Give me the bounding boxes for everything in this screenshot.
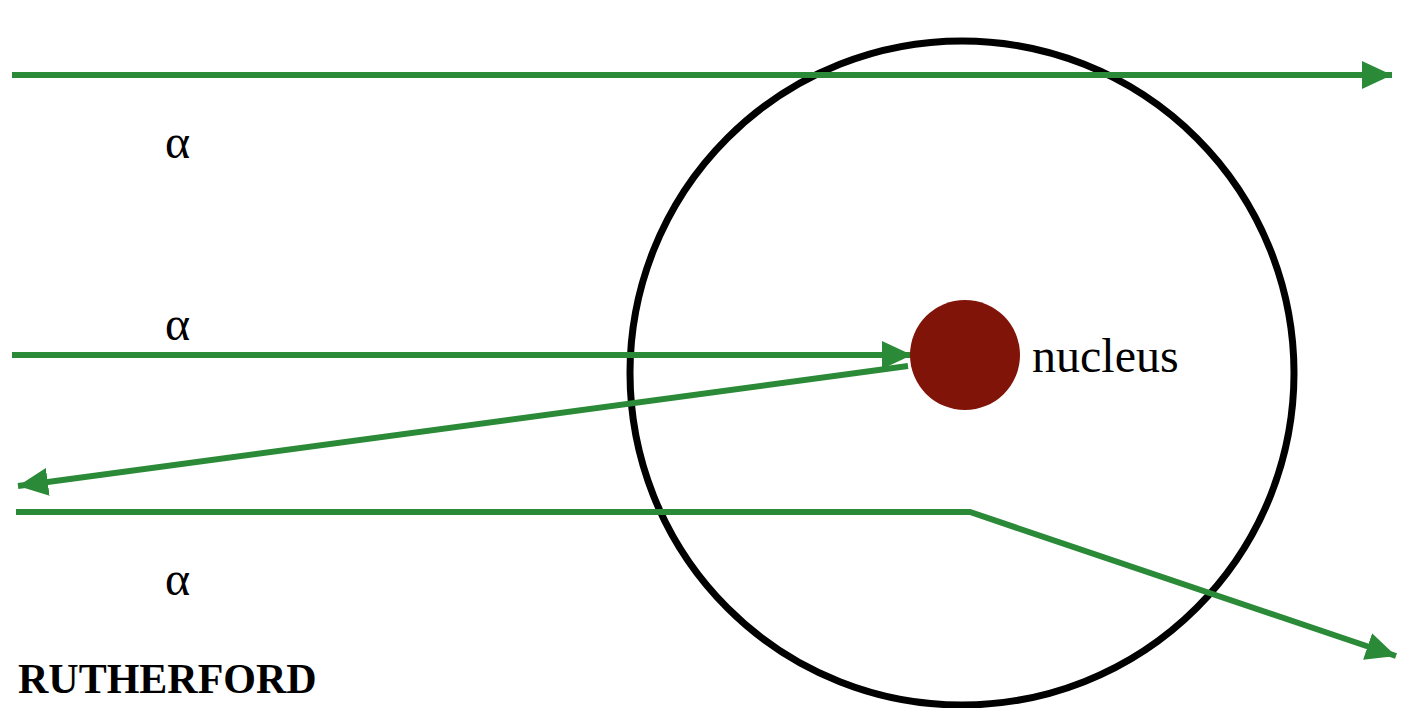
particle-label: α bbox=[165, 118, 190, 166]
nucleus-circle bbox=[910, 300, 1020, 410]
deflected-path bbox=[16, 512, 1396, 656]
title-label: RUTHERFORD bbox=[18, 658, 317, 700]
alpha-path bbox=[12, 72, 1392, 78]
nucleus-node: nucleus bbox=[910, 300, 1179, 410]
alpha-path bbox=[12, 352, 912, 358]
particle-label: α bbox=[165, 555, 190, 603]
nucleus-disc bbox=[910, 300, 1020, 410]
particle-label: α bbox=[165, 300, 190, 348]
atom-outline bbox=[630, 41, 1294, 705]
node-label: nucleus bbox=[1032, 328, 1179, 383]
reflected-path bbox=[18, 366, 908, 486]
